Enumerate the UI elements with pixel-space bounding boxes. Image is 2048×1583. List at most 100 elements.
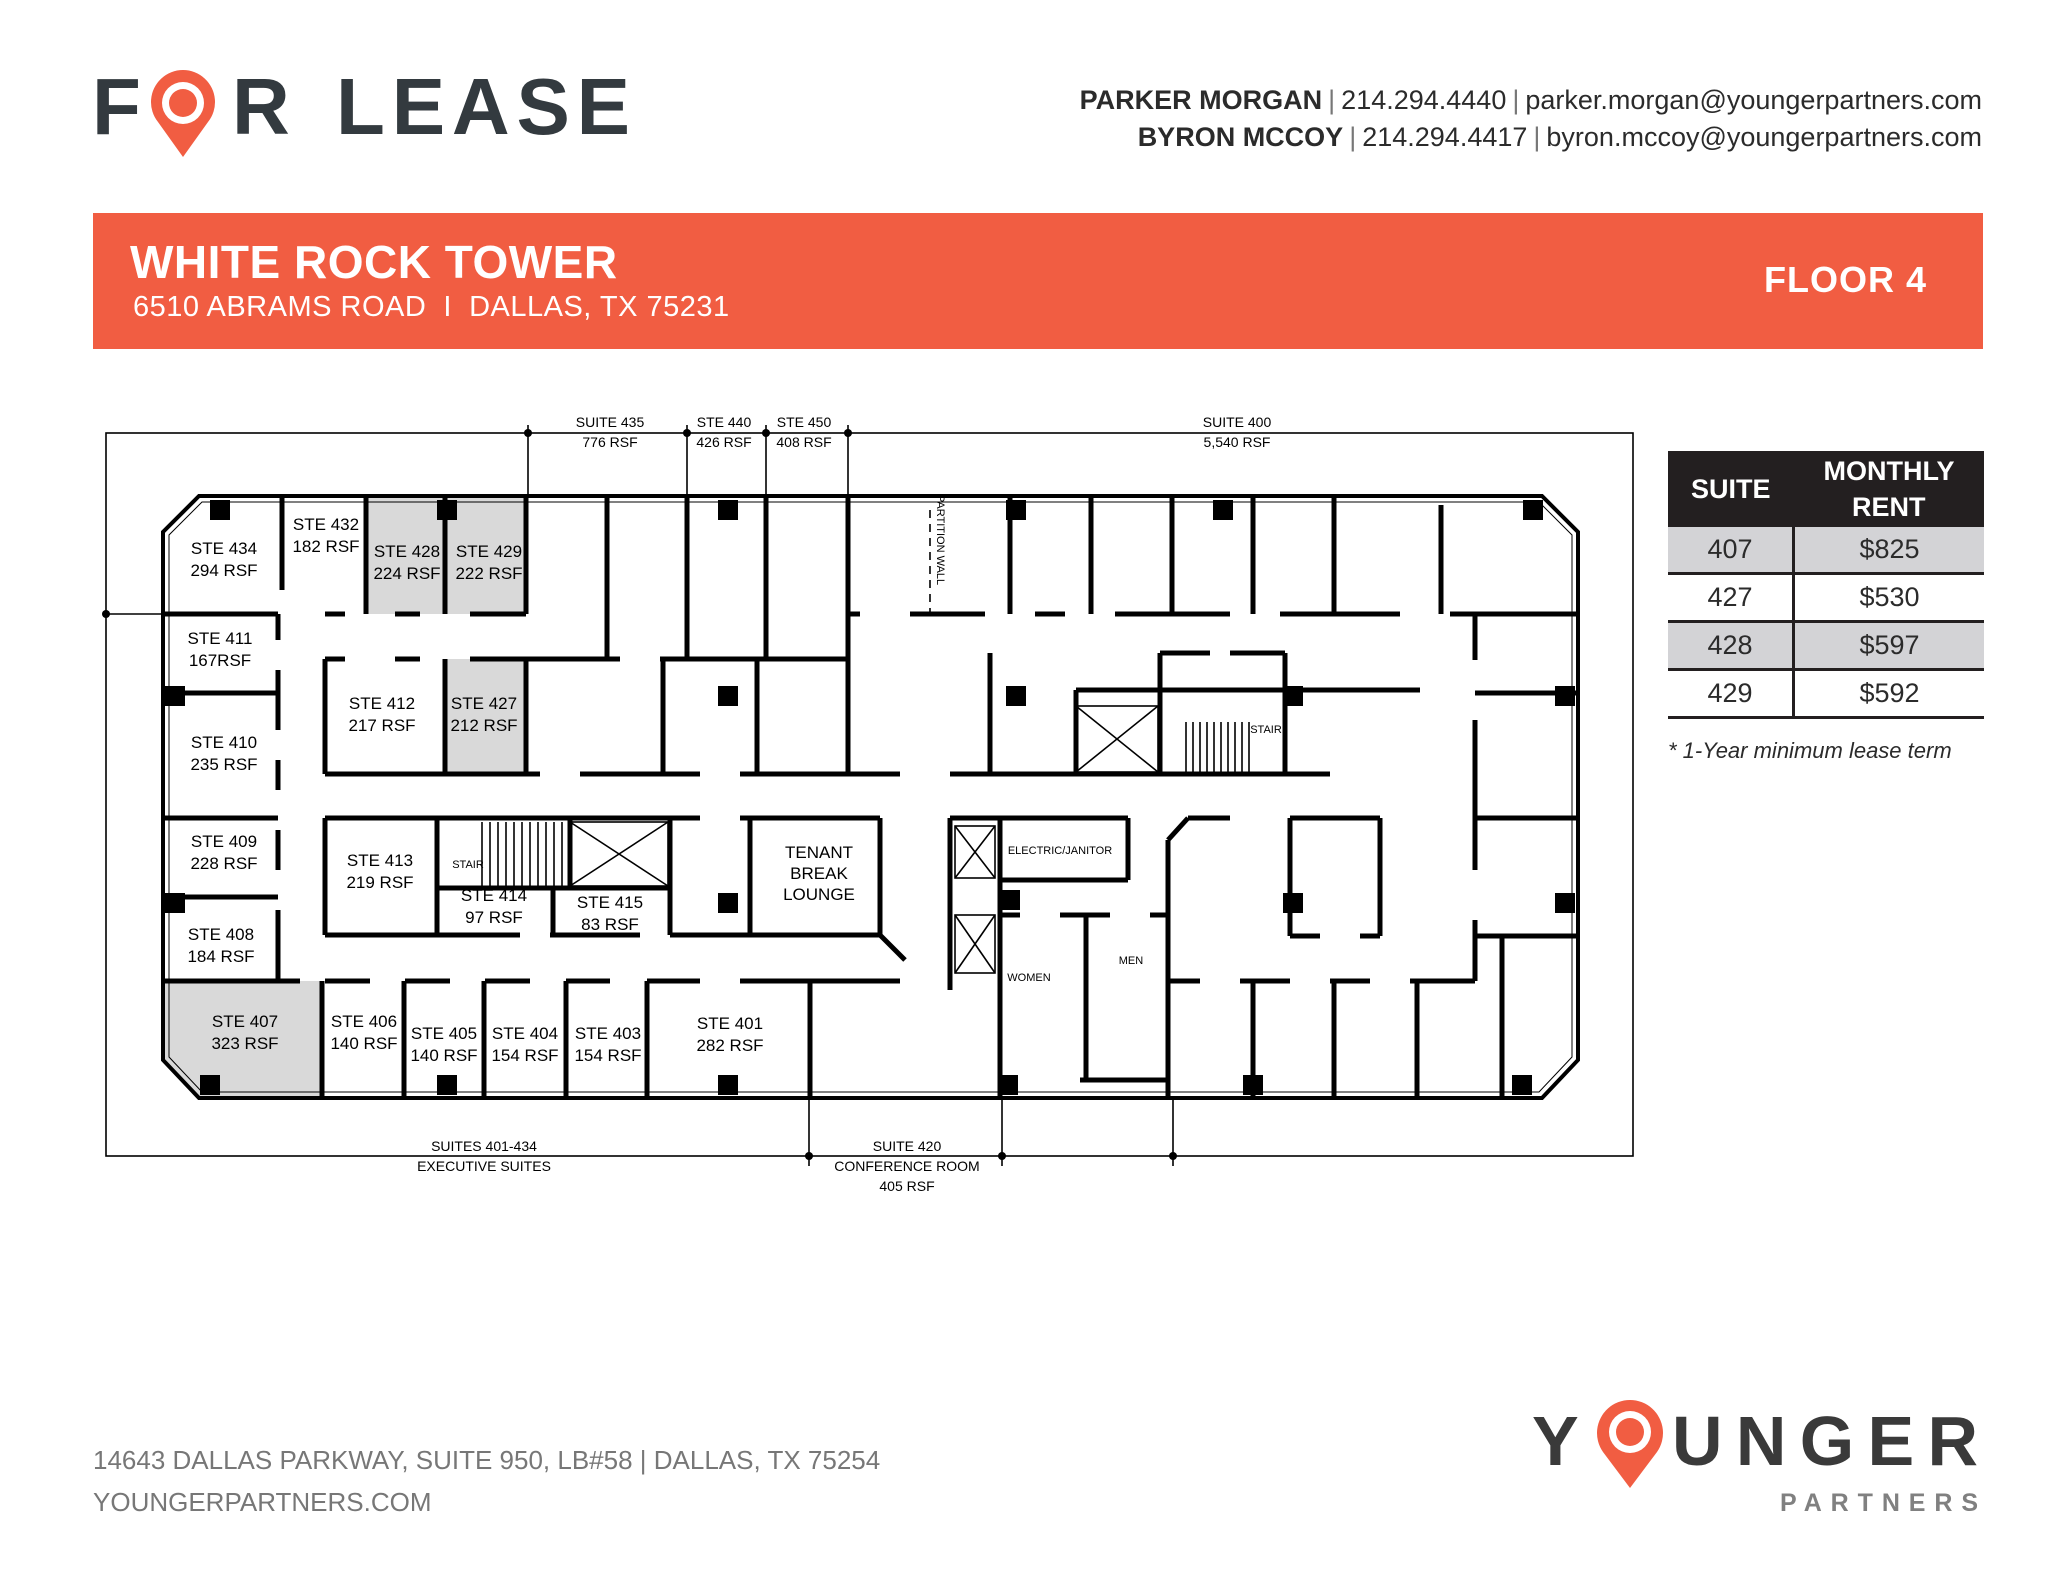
suite-cell: 429	[1668, 669, 1795, 719]
suite-number: STE 401	[697, 1014, 763, 1033]
suite-area: 97 RSF	[465, 908, 523, 927]
suite-number: STE 406	[331, 1012, 397, 1031]
rent-cell: $530	[1793, 573, 1984, 623]
electric-janitor-label: ELECTRIC/JANITOR	[1008, 845, 1112, 857]
suite-area: 217 RSF	[348, 716, 415, 735]
contacts: PARKER MORGAN|214.294.4440|parker.morgan…	[1080, 82, 1982, 156]
column	[1243, 1075, 1263, 1095]
women-restroom-label: WOMEN	[1007, 972, 1050, 984]
svg-text:Y: Y	[1532, 1402, 1579, 1480]
suite-cell: 427	[1668, 573, 1795, 623]
suite-area: 83 RSF	[581, 915, 639, 934]
suite-number: STE 429	[456, 542, 522, 561]
dim-label: 405 RSF	[879, 1178, 934, 1194]
structural-columns	[165, 500, 1575, 1095]
column	[1555, 686, 1575, 706]
svg-text:PARTNERS: PARTNERS	[1780, 1489, 1978, 1517]
dim-label: SUITES 401-434	[431, 1138, 537, 1154]
suite-number: STE 411	[188, 629, 253, 648]
table-row: 407$825	[1668, 527, 1984, 575]
contact-phone[interactable]: 214.294.4417	[1362, 122, 1528, 152]
column	[1213, 500, 1233, 520]
contact-phone[interactable]: 214.294.4440	[1341, 85, 1507, 115]
plan-frame	[105, 432, 1634, 1157]
suite-number: STE 410	[191, 733, 257, 752]
suite-429-area	[445, 498, 526, 614]
column	[1283, 686, 1303, 706]
rent-cell: $597	[1793, 621, 1984, 671]
suite-number: STE 403	[575, 1024, 641, 1043]
lounge-label: LOUNGE	[783, 885, 855, 904]
suite-number: STE 413	[347, 851, 413, 870]
partition-wall-label: PARTITION WALL	[934, 495, 946, 585]
column	[165, 893, 185, 913]
table-row: 428$597	[1668, 621, 1984, 671]
svg-text:F: F	[92, 62, 141, 151]
contact-email[interactable]: byron.mccoy@youngerpartners.com	[1546, 122, 1982, 152]
suite-number: STE 409	[191, 832, 257, 851]
dim-label: EXECUTIVE SUITES	[417, 1158, 551, 1174]
column	[718, 500, 738, 520]
svg-text:UNGER: UNGER	[1672, 1402, 1978, 1480]
suite-number: STE 404	[492, 1024, 558, 1043]
suite-area: 219 RSF	[346, 873, 413, 892]
suite-428-area	[366, 498, 445, 614]
column	[437, 500, 457, 520]
dim-label: CONFERENCE ROOM	[834, 1158, 979, 1174]
floor-label: FLOOR 4	[1763, 259, 1927, 300]
column	[1000, 890, 1020, 910]
elevator-shafts	[569, 705, 1159, 974]
suite-area: 182 RSF	[292, 537, 359, 556]
suite-area: 184 RSF	[187, 947, 254, 966]
rent-cell: $592	[1793, 669, 1984, 719]
lounge-label: TENANT	[785, 843, 853, 862]
column	[1283, 893, 1303, 913]
building-address: 6510 ABRAMS ROAD I DALLAS, TX 75231	[133, 291, 730, 323]
dim-label: STE 450	[777, 414, 832, 430]
column	[1523, 500, 1543, 520]
lounge-label: BREAK	[790, 864, 848, 883]
building-banner: WHITE ROCK TOWER 6510 ABRAMS ROAD I DALL…	[93, 213, 1983, 349]
column	[210, 500, 230, 520]
available-suites	[165, 498, 526, 1096]
younger-partners-logo: Y UNGER PARTNERS	[1532, 1400, 1978, 1517]
column	[437, 1075, 457, 1095]
column-header-suite: SUITE	[1668, 451, 1794, 527]
suite-number: STE 405	[411, 1024, 477, 1043]
dim-label: 426 RSF	[696, 434, 751, 450]
map-pin-icon	[150, 70, 215, 157]
suite-number: STE 415	[577, 893, 643, 912]
footer-website[interactable]: YOUNGERPARTNERS.COM	[93, 1487, 432, 1517]
suite-number: STE 428	[374, 542, 440, 561]
suite-407-area	[165, 981, 322, 1096]
stair-label: STAIR	[452, 859, 484, 871]
contact-email[interactable]: parker.morgan@youngerpartners.com	[1525, 85, 1982, 115]
suite-area: 222 RSF	[455, 564, 522, 583]
column	[1555, 893, 1575, 913]
suite-cell: 428	[1668, 621, 1795, 671]
dimension-markers	[102, 429, 1177, 1160]
column	[165, 686, 185, 706]
misc-labels: TENANT BREAK LOUNGE STAIR STAIR ELECTRIC…	[452, 495, 1282, 984]
walls	[163, 496, 1578, 1098]
suite-area: 212 RSF	[450, 716, 517, 735]
dim-label: SUITE 400	[1203, 414, 1272, 430]
suite-cell: 407	[1668, 527, 1795, 575]
column-header-rent: MONTHLY RENT	[1793, 451, 1984, 527]
dim-label: 776 RSF	[582, 434, 637, 450]
suite-area: 294 RSF	[190, 561, 257, 580]
column	[718, 686, 738, 706]
men-restroom-label: MEN	[1119, 955, 1144, 967]
building-name: WHITE ROCK TOWER	[130, 236, 618, 288]
window-line	[168, 501, 1573, 1093]
column	[1006, 500, 1026, 520]
